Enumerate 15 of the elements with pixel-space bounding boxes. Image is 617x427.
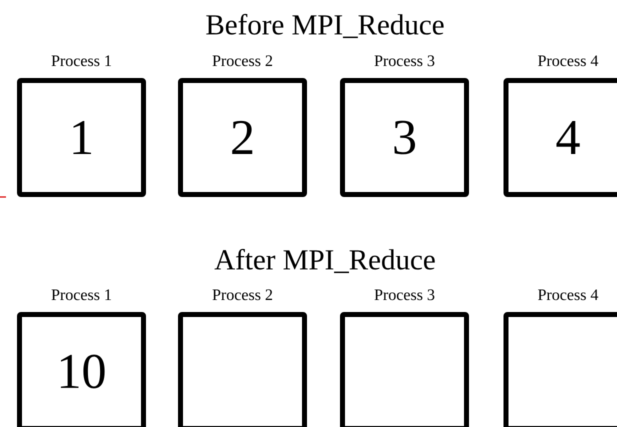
process-label: Process 3 [374, 289, 434, 300]
process-label: Process 3 [374, 55, 434, 66]
process-box: 1 [17, 78, 146, 197]
process-box: 2 [178, 78, 307, 197]
process-label: Process 4 [538, 55, 598, 66]
process-box: 10 [17, 312, 146, 427]
process-box: 3 [340, 78, 469, 197]
process-label: Process 4 [538, 289, 598, 300]
section-heading: Before MPI_Reduce [206, 14, 444, 38]
process-label: Process 1 [52, 289, 111, 300]
section-heading: After MPI_Reduce [214, 248, 435, 274]
process-label: Process 2 [212, 55, 272, 66]
process-label: Process 1 [52, 55, 111, 66]
process-box: 4 [504, 78, 617, 197]
process-label: Process 2 [212, 289, 272, 300]
